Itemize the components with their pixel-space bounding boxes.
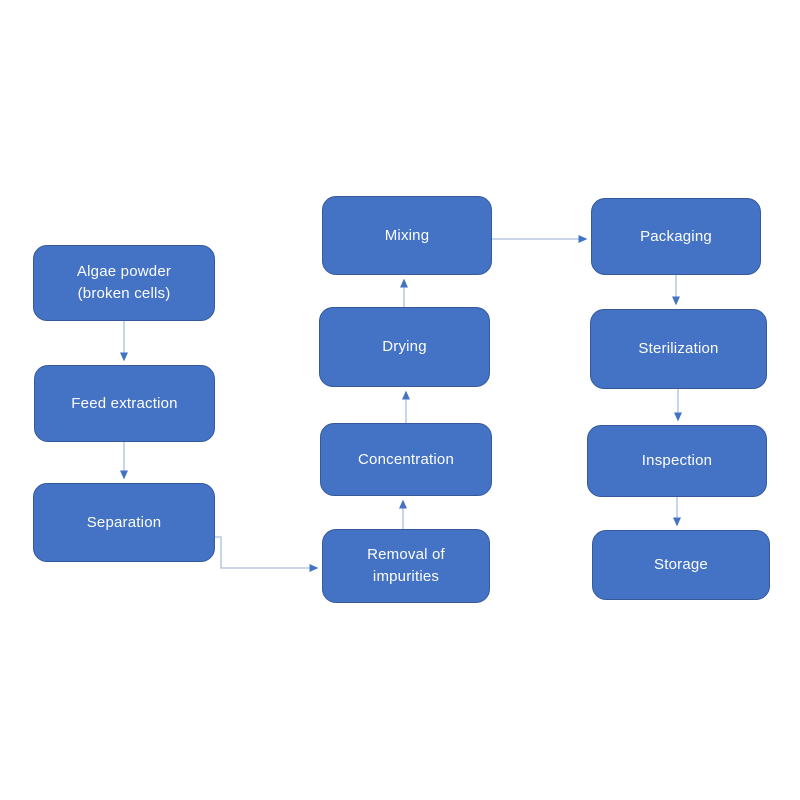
node-storage: Storage xyxy=(592,530,770,600)
node-concentration-label: Concentration xyxy=(358,450,454,468)
node-concentration: Concentration xyxy=(320,423,492,496)
node-inspection: Inspection xyxy=(587,425,767,497)
node-feed-extraction-label: Feed extraction xyxy=(71,394,178,412)
node-storage-label: Storage xyxy=(654,556,708,574)
node-packaging-label: Packaging xyxy=(640,227,712,245)
node-mixing-label: Mixing xyxy=(384,226,430,244)
node-inspection-label: Inspection xyxy=(641,452,713,470)
node-sterilization: Sterilization xyxy=(590,309,767,389)
node-drying-label: Drying xyxy=(382,338,427,356)
node-feed-extraction: Feed extraction xyxy=(34,365,215,442)
node-algae-powder-label: Algae powder (broken cells) xyxy=(76,263,172,302)
node-drying: Drying xyxy=(319,307,490,387)
node-algae-powder: Algae powder (broken cells) xyxy=(33,245,215,321)
node-separation: Separation xyxy=(33,483,215,562)
node-sterilization-label: Sterilization xyxy=(638,340,719,358)
node-removal-of-impurities-label: Removal of impurities xyxy=(367,546,445,585)
connector-separation-to-removal xyxy=(215,536,319,573)
node-removal-of-impurities: Removal of impurities xyxy=(322,529,490,603)
node-separation-label: Separation xyxy=(86,513,162,531)
node-packaging: Packaging xyxy=(591,198,761,275)
node-mixing: Mixing xyxy=(322,196,492,275)
